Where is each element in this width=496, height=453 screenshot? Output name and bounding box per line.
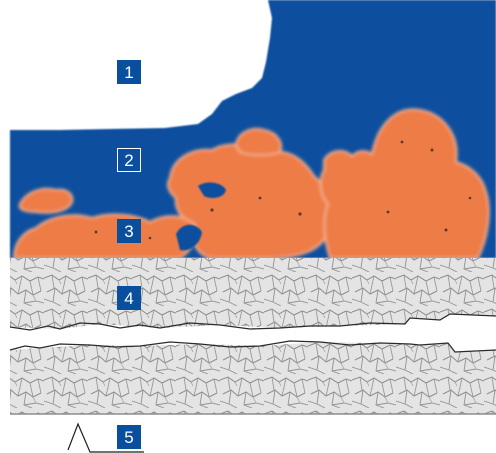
label-2: 2 bbox=[117, 148, 141, 172]
label-5: 5 bbox=[117, 425, 141, 449]
label-3: 3 bbox=[117, 219, 141, 243]
label-4: 4 bbox=[117, 286, 141, 310]
label-1: 1 bbox=[117, 60, 141, 84]
